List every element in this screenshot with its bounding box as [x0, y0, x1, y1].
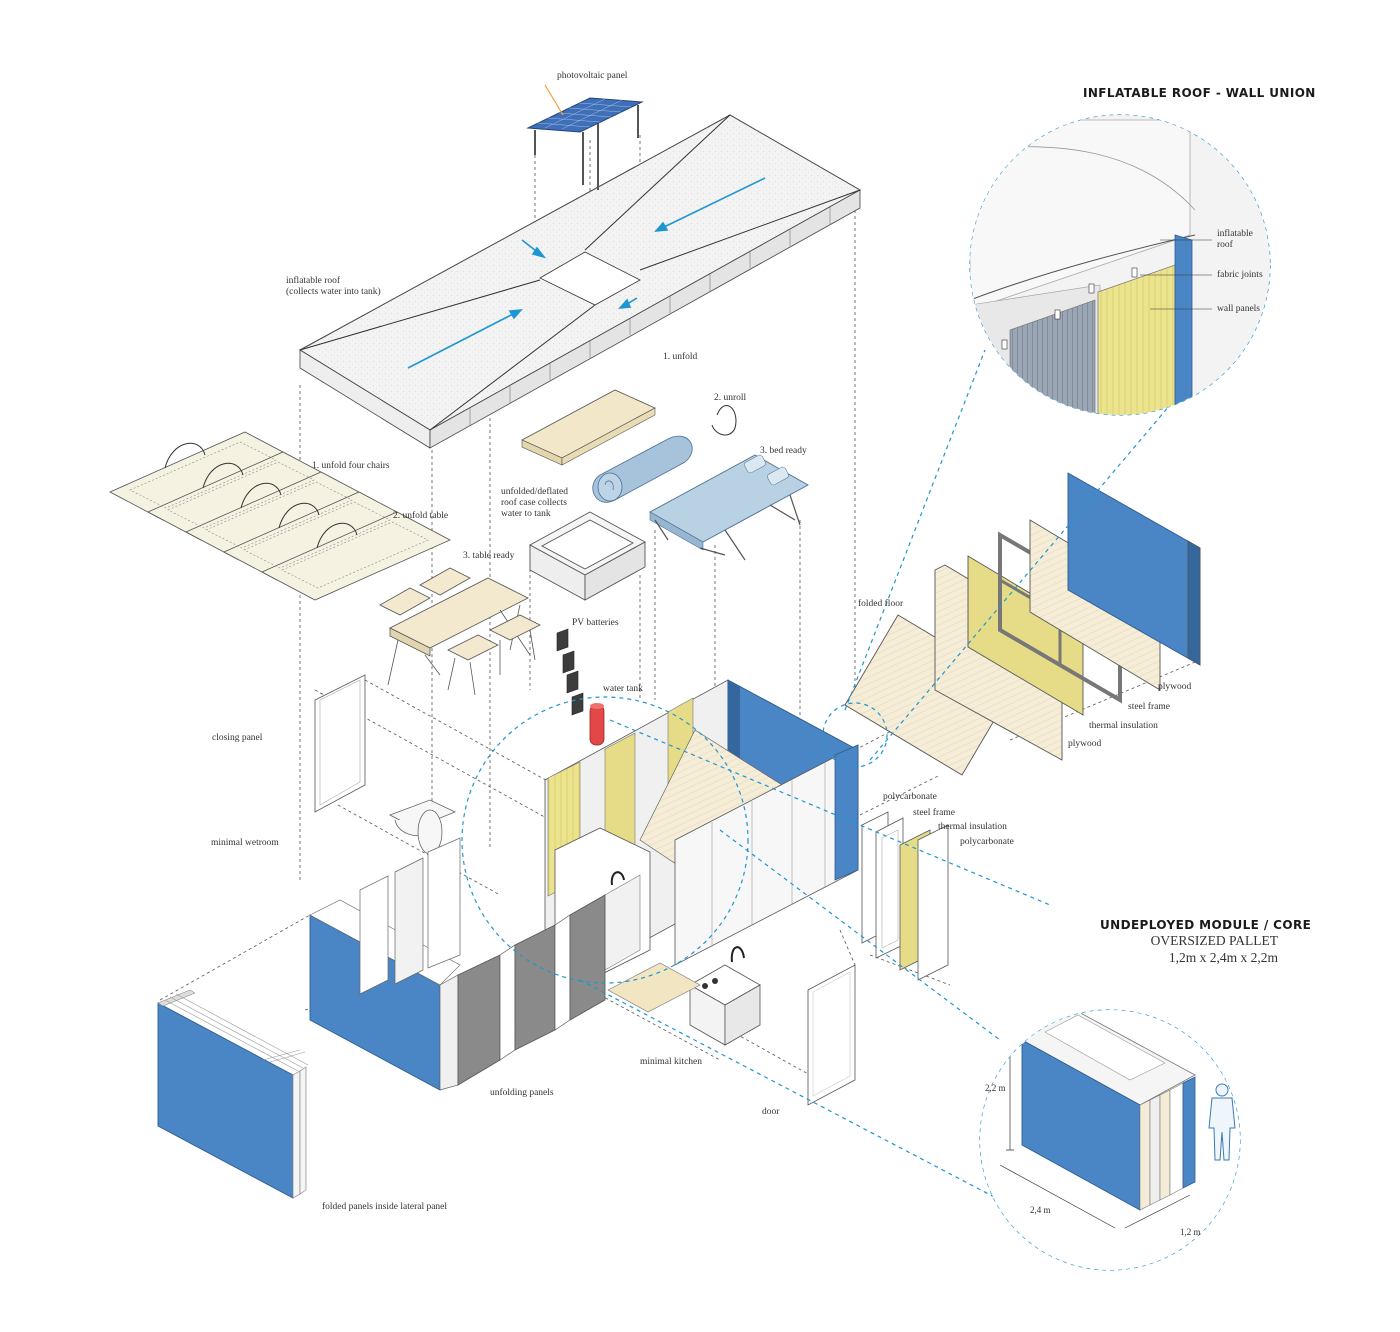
wall-layer-stack [844, 472, 1201, 776]
subheading-oversized-pallet: OVERSIZED PALLET [1150, 933, 1278, 948]
label-unfolding-panels: unfolding panels [490, 1088, 554, 1098]
flat-chair-panels [109, 431, 451, 601]
end-wall-layers [861, 811, 949, 981]
label-pv-batteries: PV batteries [572, 618, 619, 628]
dimension-length: 2,4 m [1030, 1205, 1051, 1215]
label-plywood-outer: plywood [1158, 682, 1192, 692]
heading-undeployed-module: UNDEPLOYED MODULE / CORE [1100, 918, 1312, 932]
dimension-height: 2,2 m [985, 1083, 1006, 1093]
lateral-wall-assembly [309, 837, 606, 1091]
label-unroll: 2. unroll [714, 393, 747, 403]
bed-sequence [521, 389, 809, 561]
label-thermal-insulation-end: thermal insulation [938, 822, 1007, 832]
inflatable-roof [299, 114, 862, 449]
water-tank [589, 703, 605, 746]
label-polycarbonate-inner: polycarbonate [960, 837, 1014, 847]
label-thermal-insulation-wall: thermal insulation [1089, 721, 1158, 731]
label-water-tank: water tank [603, 684, 643, 694]
table-and-chairs [379, 567, 541, 696]
label-photovoltaic-panel: photovoltaic panel [557, 71, 628, 81]
label-roof-case: unfolded/deflated roof case collects wat… [501, 487, 569, 519]
label-polycarbonate-outer: polycarbonate [883, 792, 937, 802]
label-door: door [762, 1107, 780, 1117]
label-steel-frame-end: steel frame [913, 808, 955, 818]
pv-batteries [556, 628, 584, 716]
label-folded-floor: folded floor [858, 599, 904, 609]
label-detail-wall-panels: wall panels [1217, 304, 1261, 314]
door-panel [807, 964, 856, 1106]
folded-panel-stack [157, 989, 309, 1199]
roof-wall-union-detail [970, 115, 1270, 415]
subheading-pallet-dimensions: 1,2m x 2,4m x 2,2m [1168, 950, 1278, 965]
label-steel-frame-wall: steel frame [1128, 702, 1170, 712]
label-detail-fabric-joints: fabric joints [1217, 270, 1263, 280]
closing-panel [314, 674, 366, 813]
label-table-ready: 3. table ready [463, 551, 515, 561]
label-folded-panels-lateral: folded panels inside lateral panel [322, 1202, 448, 1212]
label-plywood-inner: plywood [1068, 739, 1102, 749]
label-minimal-wetroom: minimal wetroom [211, 838, 279, 848]
label-unfold-table: 2. unfold table [393, 511, 449, 521]
undeployed-module-detail [980, 1010, 1240, 1270]
dimension-width: 1,2 m [1180, 1227, 1201, 1237]
label-unfold-four-chairs: 1. unfold four chairs [312, 461, 390, 471]
photovoltaic-panel [526, 84, 644, 190]
heading-roof-wall-union: INFLATABLE ROOF - WALL UNION [1083, 86, 1316, 100]
label-detail-inflatable-roof: inflatable roof [1217, 229, 1253, 250]
label-unfold: 1. unfold [663, 352, 698, 362]
label-bed-ready: 3. bed ready [760, 446, 807, 456]
label-inflatable-roof: inflatable roof (collects water into tan… [286, 276, 381, 297]
label-closing-panel: closing panel [212, 733, 263, 743]
label-minimal-kitchen: minimal kitchen [640, 1057, 703, 1067]
roof-case-tray [529, 511, 646, 601]
